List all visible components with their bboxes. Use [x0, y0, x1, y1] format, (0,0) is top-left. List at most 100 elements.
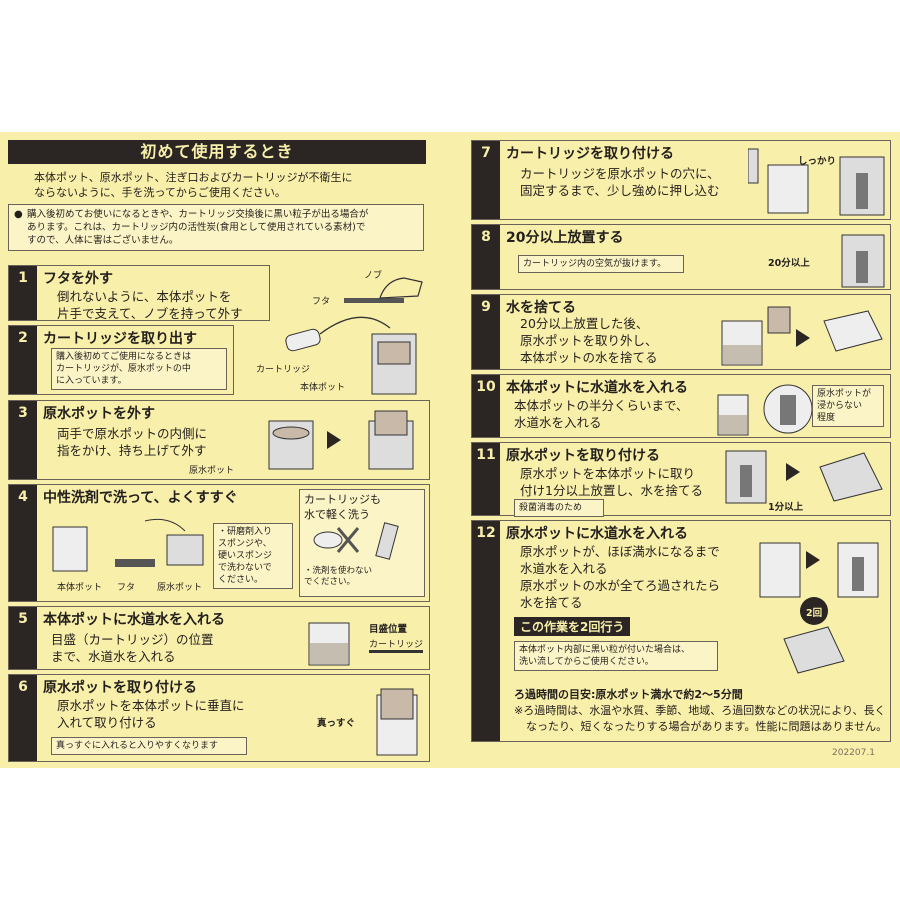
cartridge-removal-illustration — [285, 316, 417, 395]
step-body-line: 本体ポットの半分くらいまで、 — [514, 398, 689, 413]
step-number: 6 — [9, 675, 37, 761]
right-arrow-icon — [327, 431, 341, 449]
lid-shape — [344, 298, 404, 303]
label-main-pot: 本体ポット — [57, 583, 103, 593]
step-heading: 20分以上放置する — [506, 230, 624, 246]
step-body: 両手で原水ポットの内側に 指をかけ、持ち上げて外す — [57, 425, 207, 459]
warning-line: 硬いスポンジ — [218, 551, 273, 561]
instruction-sheet: 初めて使用するとき 本体ポット、原水ポット、注ぎ口およびカートリッジが不衛生に … — [0, 132, 900, 768]
step-12: 12 原水ポットに水道水を入れる 原水ポットが、ほぼ満水になるまで 水道水を入れ… — [471, 520, 891, 742]
step-body: 原水ポットを本体ポットに取り 付け1分以上放置し、水を捨てる — [520, 465, 703, 499]
label-main-pot: 本体ポット — [300, 383, 346, 393]
intro-text: 本体ポット、原水ポット、注ぎ口およびカートリッジが不衛生に ならないように、手を… — [8, 164, 426, 204]
step-heading: 水を捨てる — [506, 300, 576, 316]
tip-box: 真っすぐに入れると入りやすくなります — [51, 737, 247, 755]
water-shape — [723, 345, 761, 364]
attach-and-discard-illustration — [725, 450, 883, 504]
step-3: 3 原水ポットを外す 両手で原水ポットの内側に 指をかけ、持ち上げて外す 原水ポ… — [8, 400, 430, 480]
step-body-line: 倒れないように、本体ポットを — [57, 289, 232, 304]
step-6: 6 原水ポットを取り付ける 原水ポットを本体ポットに垂直に 入れて取り付ける 真… — [8, 674, 430, 762]
step-number: 5 — [9, 607, 37, 669]
label-cartridge: カートリッジ — [256, 365, 311, 375]
label-raw-water-pot: 原水ポット — [157, 583, 203, 593]
pot-shape — [767, 164, 809, 214]
cartridge-shape — [375, 522, 399, 560]
intro-line: ならないように、手を洗ってからご使用ください。 — [34, 186, 286, 199]
label-straight: 真っすぐ — [317, 718, 356, 729]
page-title: 初めて使用するとき — [8, 140, 426, 164]
note-line: 原水ポットが — [817, 389, 872, 399]
right-arrow-icon — [806, 551, 820, 569]
right-arrow-icon — [786, 463, 800, 481]
step-11: 11 原水ポットを取り付ける 原水ポットを本体ポットに取り 付け1分以上放置し、… — [471, 442, 891, 517]
cartridge-shape — [852, 557, 864, 591]
cycle-badge — [800, 597, 828, 625]
step-note-box: 殺菌消毒のため — [514, 499, 604, 517]
step-body-line: 水道水を入れる — [514, 415, 602, 430]
right-arrow-icon — [796, 329, 810, 347]
warning-line: ・研磨剤入り — [218, 527, 273, 537]
step-body-line: カートリッジを原水ポットの穴に、 — [520, 166, 720, 181]
label-cartridge: カートリッジ — [369, 637, 424, 653]
step-8: 8 20分以上放置する カートリッジ内の空気が抜けます。 20分以上 — [471, 224, 891, 290]
step-body-line: 原水ポットの水が全てろ過されたら — [520, 578, 721, 593]
step-heading: カートリッジを取り付ける — [506, 146, 674, 162]
washing-illustration — [52, 518, 204, 572]
step-body-line: 原水ポットを取り外し、 — [520, 333, 658, 348]
lid-shape — [115, 559, 155, 567]
half-fill-illustration — [717, 384, 812, 436]
cartridge-shape — [285, 328, 321, 352]
note-line: 本体ポット内部に黒い粒が付いた場合は、 — [519, 645, 691, 655]
label-2times: 2回 — [806, 608, 823, 619]
step-body-line: 原水ポットを本体ポットに取り — [520, 466, 696, 481]
step-4: 4 中性洗剤で洗って、よくすすぐ 本体ポット フタ 原水ポット ・研磨剤入り ス… — [8, 484, 430, 602]
label-1min: 1分以上 — [768, 502, 804, 513]
sub-note-line: でください。 — [304, 577, 356, 587]
hand-shape — [379, 277, 423, 299]
step-body-line: 指をかけ、持ち上げて外す — [57, 443, 207, 458]
cartridge-shape — [740, 465, 752, 497]
step-7: 7 カートリッジを取り付ける カートリッジを原水ポットの穴に、 固定するまで、少… — [471, 140, 891, 220]
step-body-line: 入れて取り付ける — [57, 715, 157, 730]
warning-line: で洗わないで — [218, 563, 272, 573]
discard-water-illustration — [721, 306, 883, 366]
step-body-line: 20分以上放置した後、 — [520, 316, 649, 331]
step-body: 20分以上放置した後、 原水ポットを取り外し、 本体ポットの水を捨てる — [520, 315, 658, 366]
step-body: 本体ポットの半分くらいまで、 水道水を入れる — [514, 397, 689, 431]
filter-time-heading: ろ過時間の目安:原水ポット満水で約2〜5分間 — [514, 688, 743, 701]
step-heading: 原水ポットを外す — [43, 406, 155, 422]
step-note-box: 原水ポットが 浸からない 程度 — [812, 385, 884, 427]
note-line: すので、人体に害はございません。 — [27, 235, 179, 246]
step-number: 7 — [472, 141, 500, 219]
note-line: 浸からない — [817, 401, 863, 411]
step-heading: 本体ポットに水道水を入れる — [506, 380, 688, 396]
version-code: 202207.1 — [832, 748, 875, 758]
inner-pot-shape — [377, 341, 411, 365]
step-body-line: 固定するまで、少し強めに押し込む — [520, 183, 720, 198]
motion-arrow — [319, 316, 391, 335]
raw-pot-shape — [374, 410, 408, 436]
step-body-line: 原水ポットを本体ポットに垂直に — [57, 698, 245, 713]
label-firmly: しっかり — [798, 156, 837, 167]
attach-cartridge-illustration — [748, 148, 885, 216]
warning-line: ください。 — [218, 575, 264, 585]
step-body-line: まで、水道水を入れる — [51, 649, 176, 664]
no-detergent-illustration — [313, 522, 399, 560]
tilted-pot-shape — [823, 310, 883, 352]
label-gauge-position: 目盛位置 — [369, 624, 408, 635]
step-1: 1 フタを外す 倒れないように、本体ポットを 片手で支えて、ノブを持って外す — [8, 265, 270, 321]
step-heading: フタを外す — [43, 271, 113, 287]
raw-pot-shape — [272, 426, 310, 440]
step-body-line: 目盛（カートリッジ）の位置 — [51, 632, 214, 647]
step-2: 2 カートリッジを取り出す 購入後初めてご使用になるときは カートリッジが、原水… — [8, 325, 234, 395]
step-body-line: 両手で原水ポットの内側に — [57, 426, 208, 441]
raw-pot-removal-illustration — [268, 410, 414, 470]
step-heading: 原水ポットを取り付ける — [43, 680, 197, 696]
tilted-pot-shape — [819, 452, 883, 502]
raw-pot-shape — [380, 688, 414, 720]
left-column: 初めて使用するとき 本体ポット、原水ポット、注ぎ口およびカートリッジが不衛生に … — [8, 140, 438, 251]
label-knob: ノブ — [364, 271, 383, 281]
lid-removal-illustration — [344, 277, 423, 303]
filter-time-note: ※ろ過時間は、水温や水質、季節、地域、ろ過回数などの状況により、長く — [514, 704, 886, 717]
sub-heading-line: カートリッジも — [304, 493, 381, 506]
